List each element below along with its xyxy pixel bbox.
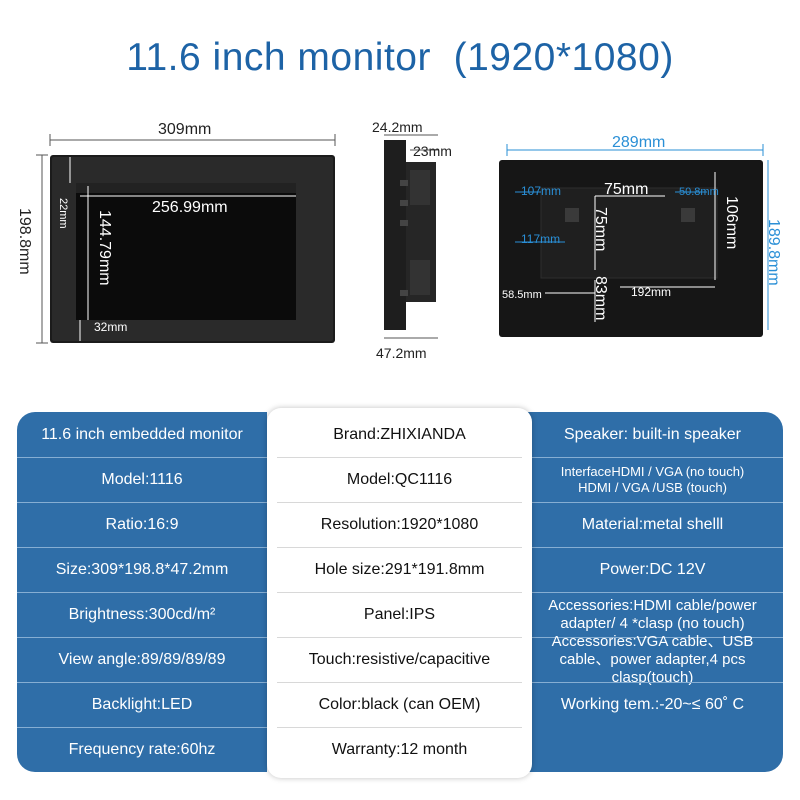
panel-height-label: 106mm <box>723 196 740 250</box>
back-height-label: 189.8mm <box>765 219 782 286</box>
spec-cell: Resolution:1920*1080 <box>320 515 479 533</box>
spec-column-right: Speaker: built-in speaker InterfaceHDMI … <box>522 412 783 772</box>
hole-right-label: 50.8mm <box>679 186 719 198</box>
side-inner-depth-label: 23mm <box>413 143 452 159</box>
spec-column-middle: Brand:ZHIXIANDA Model:QC1116 Resolution:… <box>267 408 532 778</box>
spec-cell: Speaker: built-in speaker <box>564 425 741 443</box>
bottom-83-label: 83mm <box>592 276 609 321</box>
spec-cell: Ratio:16:9 <box>105 515 179 533</box>
spec-cell: Accessories:VGA cable、USB cable、power ad… <box>551 632 754 686</box>
spec-cell: Color:black (can OEM) <box>318 695 481 713</box>
spec-cell: Backlight:LED <box>91 695 193 713</box>
spec-cell: Frequency rate:60hz <box>68 740 216 758</box>
spec-cell: 11.6 inch embedded monitor <box>41 425 243 443</box>
spec-cell: Size:309*198.8*47.2mm <box>55 560 229 578</box>
front-width-label: 309mm <box>158 121 212 138</box>
spec-column-left: 11.6 inch embedded monitor Model:1116 Ra… <box>17 412 267 772</box>
front-height-label: 198.8mm <box>16 208 33 275</box>
spec-cell: Model:QC1116 <box>346 470 453 488</box>
spec-cell: Model:1116 <box>101 470 183 488</box>
side-top-depth-label: 24.2mm <box>372 119 423 135</box>
spec-cell: Brand:ZHIXIANDA <box>333 425 466 443</box>
spec-cell: Material:metal shelll <box>581 515 724 533</box>
back-view-diagram <box>499 144 769 337</box>
back-width-label: 289mm <box>612 134 666 151</box>
spec-cell: Touch:resistive/capacitive <box>308 650 491 668</box>
hole-spacing-v-label: 75mm <box>592 207 609 252</box>
spec-cell: Power:DC 12V <box>599 560 706 578</box>
side-total-depth-label: 47.2mm <box>376 345 427 361</box>
hole-left-label: 107mm <box>521 184 562 198</box>
left-117-label: 117mm <box>521 232 561 246</box>
spec-cell: View angle:89/89/89/89 <box>58 650 226 668</box>
bottom-192-label: 192mm <box>631 285 672 299</box>
bottom-58-label: 58.5mm <box>502 289 542 301</box>
spec-cell: Accessories:HDMI cable/power adapter/ 4 … <box>548 596 757 632</box>
page-title: 11.6 inch monitor (1920*1080) <box>126 36 674 79</box>
spec-cell: InterfaceHDMI / VGA (no touch) HDMI / VG… <box>560 463 745 495</box>
side-view-diagram <box>384 134 438 339</box>
spec-cell: Brightness:300cd/m² <box>68 605 216 623</box>
screen-height-label: 144.79mm <box>96 210 113 286</box>
spec-cell: Working tem.:-20~≤ 60˚ C <box>560 695 745 713</box>
front-view-diagram <box>36 134 336 344</box>
spec-cell: Panel:IPS <box>363 605 436 623</box>
top-border-label: 22mm <box>57 198 69 229</box>
hole-spacing-h-label: 75mm <box>604 181 649 198</box>
spec-cell: Warranty:12 month <box>331 740 468 758</box>
bottom-border-label: 32mm <box>94 320 128 334</box>
spec-cell: Hole size:291*191.8mm <box>314 560 485 578</box>
screen-width-label: 256.99mm <box>152 199 228 216</box>
spec-table: 11.6 inch embedded monitor Model:1116 Ra… <box>17 408 783 778</box>
